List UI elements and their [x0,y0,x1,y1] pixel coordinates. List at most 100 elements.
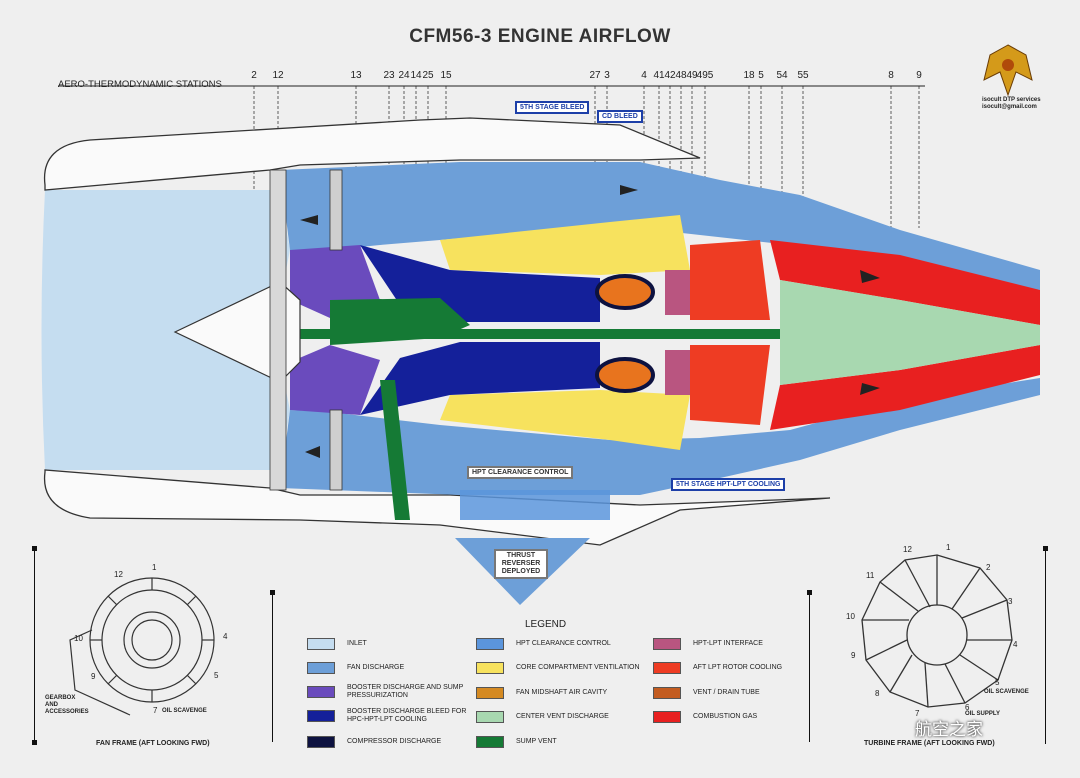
fan-frame-position: 5 [214,671,219,680]
spinner [173,281,301,383]
turbine-frame-position: 5 [995,678,1000,687]
separator-line [34,548,35,744]
turbine-frame-position: 12 [903,545,912,554]
station-number: 41 [653,70,665,81]
lpt-rotor-upper [690,240,770,320]
legend-label: INLET [347,640,367,647]
turbine-frame-position: 1 [946,543,951,552]
brand-line-2: isocult@gmail.com [982,104,1037,110]
legend-swatch [307,662,335,674]
station-number: 18 [743,70,755,81]
legend-item: CORE COMPARTMENT VENTILATION [476,662,640,674]
turbine-frame-position: 3 [1008,597,1013,606]
legend-label: FAN DISCHARGE [347,664,405,671]
legend-swatch [653,687,681,699]
station-number: 5 [758,70,764,81]
station-number: 25 [422,70,434,81]
legend-swatch [653,711,681,723]
station-number: 49 [686,70,698,81]
legend-title: LEGEND [525,619,567,630]
outlet-guide-vane [329,409,343,491]
callout-cd-bleed: CD BLEED [597,110,643,123]
legend-item: SUMP VENT [476,736,557,748]
legend-label: BOOSTER DISCHARGE BLEED FOR HPC-HPT-LPT … [347,708,467,723]
turbine-frame-position: 2 [986,563,991,572]
combustor-lower [595,357,655,393]
legend-item: HPT-LPT INTERFACE [653,638,763,650]
hpc-lower [360,342,600,415]
inlet-region [41,190,290,470]
fan-discharge-lower [280,378,1040,495]
legend-label: HPT CLEARANCE CONTROL [516,640,611,647]
station-number: 13 [350,70,362,81]
legend-swatch [476,711,504,723]
turbine-frame-position: 11 [866,571,875,580]
brand-line-1: isocult DTP services [982,97,1041,103]
turbine-frame-position: 4 [1013,640,1018,649]
gearbox-label: GEARBOX AND ACCESSORIES [45,695,89,715]
fan-frame-position: 7 [153,706,158,715]
booster-lower [290,345,380,415]
legend-item: INLET [307,638,367,650]
legend-swatch [476,662,504,674]
legend-label: BOOSTER DISCHARGE AND SUMP PRESSURIZATIO… [347,684,464,699]
fan-frame-position: 12 [114,570,123,579]
turbine-frame-position: 7 [915,709,920,718]
station-number: 495 [696,70,714,81]
separator-cap [270,590,275,595]
station-number: 8 [888,70,894,81]
fan-frame-position: 4 [223,632,228,641]
fan-frame-position: 9 [91,672,96,681]
fan-frame-caption: FAN FRAME (AFT LOOKING FWD) [96,740,210,747]
station-number: 24 [398,70,410,81]
legend-label: FAN MIDSHAFT AIR CAVITY [516,689,608,696]
fan-blade [269,169,287,491]
station-number: 15 [440,70,452,81]
station-number: 3 [604,70,610,81]
separator-line [272,592,273,742]
station-number: 48 [675,70,687,81]
legend-swatch [653,638,681,650]
legend-swatch [307,638,335,650]
legend-item: AFT LPT ROTOR COOLING [653,662,782,674]
legend-label: CENTER VENT DISCHARGE [516,713,609,720]
callout-5th-stage-hpt-lpt-cooling: 5TH STAGE HPT-LPT COOLING [671,478,786,491]
fan-frame-position: 1 [152,563,157,572]
exhaust-lower [770,345,1040,430]
legend-item: BOOSTER DISCHARGE BLEED FOR HPC-HPT-LPT … [307,708,477,724]
separator-line [809,592,810,742]
callout-thrust-reverser: THRUST REVERSER DEPLOYED [494,549,548,579]
legend-item: COMBUSTION GAS [653,711,757,723]
turbine-frame-position: 10 [846,612,855,621]
separator-line [1045,548,1046,744]
station-number: 42 [664,70,676,81]
legend-label: SUMP VENT [516,738,557,745]
legend-label: CORE COMPARTMENT VENTILATION [516,664,640,671]
fan-oil-scavenge-label: OIL SCAVENGE [162,708,207,714]
turbine-frame-position: 8 [875,689,880,698]
fan-frame-diagram [69,577,215,716]
turbine-frame-position: 6 [965,703,970,712]
legend-swatch [307,710,335,722]
diagram-title: CFM56-3 ENGINE AIRFLOW [409,26,671,47]
legend-label: VENT / DRAIN TUBE [693,689,760,696]
fan-frame-position: 10 [74,634,83,643]
separator-cap [807,590,812,595]
center-vent [780,280,1040,385]
station-number: 9 [916,70,922,81]
core-compartment-lower [440,390,690,450]
legend-item: COMPRESSOR DISCHARGE [307,736,441,748]
legend-swatch [476,687,504,699]
legend-item: CENTER VENT DISCHARGE [476,711,609,723]
station-number: 27 [589,70,601,81]
legend-label: AFT LPT ROTOR COOLING [693,664,783,671]
station-number: 23 [383,70,395,81]
station-number: 12 [272,70,284,81]
turbine-frame-position: 9 [851,651,856,660]
legend-item: BOOSTER DISCHARGE AND SUMP PRESSURIZATIO… [307,684,477,700]
nacelle-upper [43,117,701,191]
phoenix-logo-icon [983,44,1033,97]
station-number: 2 [251,70,257,81]
legend-label: HPT-LPT INTERFACE [693,640,763,647]
callout-5th-stage-bleed: 5TH STAGE BLEED [515,101,590,114]
